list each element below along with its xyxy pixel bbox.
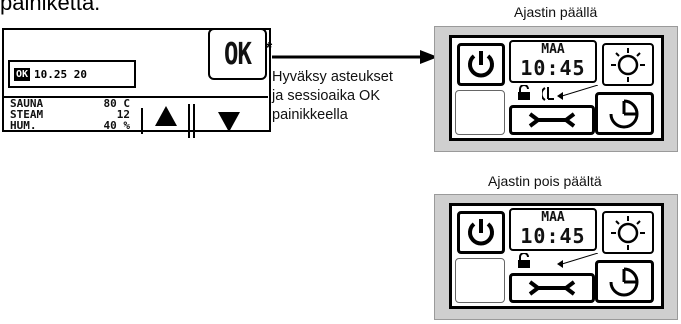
status-label: HUM. bbox=[10, 119, 37, 132]
status-readout: SAUNA 80 C STEAM 12 HUM. 40 % bbox=[4, 98, 134, 131]
ok-button-label: OK bbox=[224, 36, 252, 72]
light-button[interactable] bbox=[602, 43, 654, 86]
date-badge: OK bbox=[14, 67, 31, 81]
power-icon bbox=[468, 219, 494, 246]
screen-caption-timer-off: Ajastin pois päältä bbox=[488, 173, 602, 189]
screen-display: MAA 10:45 bbox=[449, 35, 664, 141]
empty-button[interactable] bbox=[455, 90, 505, 135]
connector-arrow bbox=[272, 50, 438, 64]
date-display: OK 10.25 20 bbox=[8, 60, 136, 88]
instruction-line: Hyväksy asteukset bbox=[272, 69, 393, 85]
screen-caption-timer-on: Ajastin päällä bbox=[514, 4, 598, 20]
lock-icon bbox=[518, 253, 530, 268]
time-label: 10:45 bbox=[520, 56, 586, 80]
status-label: SAUNA bbox=[10, 97, 44, 110]
instruction-line: ja sessioaika OK bbox=[272, 88, 380, 104]
down-arrow-icon[interactable] bbox=[218, 112, 240, 132]
screen-timer-on: MAA 10:45 bbox=[434, 26, 678, 152]
divider bbox=[193, 104, 195, 138]
timer-icon bbox=[609, 99, 639, 129]
power-button[interactable] bbox=[457, 43, 505, 86]
status-row-steam: STEAM 12 bbox=[4, 109, 134, 120]
caption-top: painiketta. bbox=[0, 0, 101, 15]
status-value: 12 bbox=[116, 108, 130, 121]
timer-button[interactable] bbox=[595, 260, 654, 303]
power-button[interactable] bbox=[457, 211, 505, 254]
settings-button[interactable] bbox=[509, 105, 595, 135]
settings-button[interactable] bbox=[509, 273, 595, 303]
status-value: 80 C bbox=[103, 97, 131, 110]
status-label: STEAM bbox=[10, 108, 44, 121]
date-text: 10.25 20 bbox=[34, 67, 88, 81]
power-icon bbox=[468, 51, 494, 78]
ok-button[interactable]: OK bbox=[208, 28, 267, 80]
wrench-icon bbox=[528, 112, 576, 128]
panel-divider bbox=[4, 96, 268, 98]
status-value: 40 % bbox=[103, 119, 131, 132]
clock-button[interactable]: MAA 10:45 bbox=[509, 40, 597, 83]
light-icon bbox=[611, 216, 645, 250]
up-arrow-icon[interactable] bbox=[155, 106, 177, 126]
wrench-icon bbox=[528, 280, 576, 296]
light-button[interactable] bbox=[602, 211, 654, 254]
ok-asterisk: * bbox=[266, 40, 273, 57]
divider bbox=[188, 104, 190, 138]
status-row-sauna: SAUNA 80 C bbox=[4, 98, 134, 109]
day-label: MAA bbox=[541, 42, 565, 57]
clock-button[interactable]: MAA 10:45 bbox=[509, 208, 597, 251]
timer-icon bbox=[609, 267, 639, 297]
divider bbox=[141, 108, 143, 134]
time-label: 10:45 bbox=[520, 224, 586, 248]
screen-display: MAA 10:45 bbox=[449, 203, 664, 309]
timer-indicator-icon bbox=[542, 85, 598, 101]
status-row-hum: HUM. 40 % bbox=[4, 120, 134, 131]
empty-timer-pointer bbox=[557, 253, 598, 268]
instruction-line: painikkeella bbox=[272, 107, 348, 123]
light-icon bbox=[611, 48, 645, 82]
empty-button[interactable] bbox=[455, 258, 505, 303]
lock-icon bbox=[518, 85, 530, 100]
timer-button[interactable] bbox=[595, 92, 654, 135]
day-label: MAA bbox=[541, 210, 565, 225]
instruction-text: Hyväksy asteukset ja sessioaika OK paini… bbox=[272, 68, 427, 125]
screen-timer-off: MAA 10:45 bbox=[434, 194, 678, 320]
